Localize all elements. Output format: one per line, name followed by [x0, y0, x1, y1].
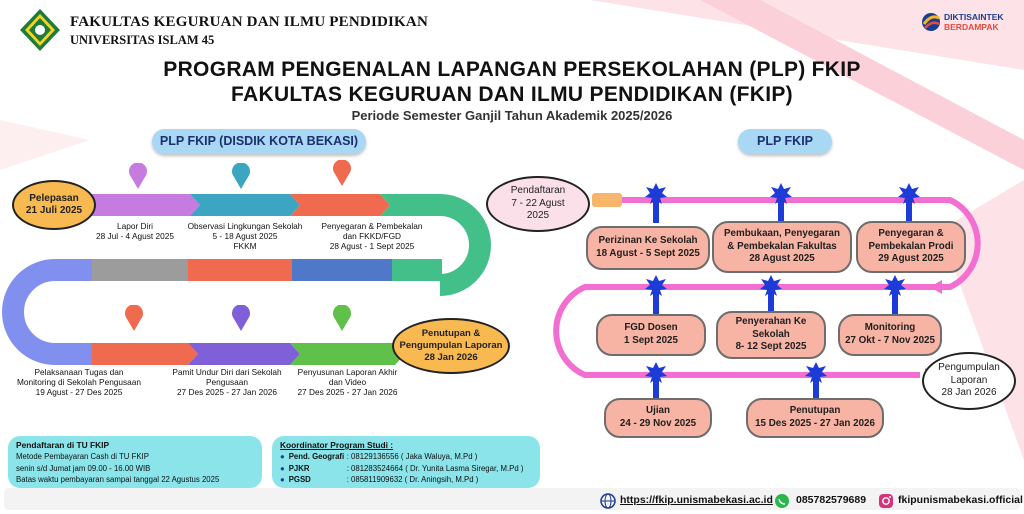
marker-icon [645, 362, 667, 407]
left-road [2, 194, 491, 365]
start-date: 7 - 22 Agust [511, 197, 565, 209]
marker-icon [884, 275, 906, 320]
brand-logo: DIKTISAINTEK BERDAMPAK [920, 10, 1020, 38]
phone-number: 085782579689 [796, 494, 867, 506]
pin-icon [231, 304, 251, 336]
info-line: Batas waktu pembayaran sampai tanggal 22… [16, 474, 220, 484]
end-label1: Penutupan & [421, 328, 481, 340]
left-end-oval: Penutupan & Pengumpulan Laporan 28 Jan 2… [392, 318, 510, 374]
globe-icon [600, 493, 616, 514]
start-label: Pelepasan [29, 192, 79, 204]
instagram-icon [878, 493, 894, 514]
university-name: UNIVERSITAS ISLAM 45 [70, 33, 215, 47]
period-subtitle: Periode Semester Ganjil Tahun Akademik 2… [351, 108, 673, 123]
pin-icon [128, 162, 148, 194]
step-box: Pembukaan, Penyegaran& Pembekalan Fakult… [712, 221, 852, 273]
brand-line1: DIKTISAINTEK [944, 12, 1004, 22]
start-label: Pendaftaran [510, 185, 566, 197]
pin-icon [231, 162, 251, 194]
right-heading: PLP FKIP [738, 129, 832, 154]
pin-icon [332, 304, 352, 336]
end-label1: Pengumpulan [938, 362, 1000, 374]
right-start-oval: Pendaftaran 7 - 22 Agust 2025 [486, 176, 590, 232]
instagram-handle: fkipunismabekasi.official [898, 494, 1023, 506]
right-end-oval: Pengumpulan Laporan 28 Jan 2026 [922, 352, 1016, 410]
marker-icon [770, 183, 792, 228]
faculty-name: FAKULTAS KEGURUAN DAN ILMU PENDIDIKAN [70, 14, 428, 30]
registration-info-panel: Pendaftaran di TU FKIP Metode Pembayaran… [8, 436, 262, 488]
marker-icon [645, 183, 667, 228]
pin-icon [124, 304, 144, 336]
end-date: 28 Jan 2026 [941, 387, 997, 399]
marker-icon [645, 275, 667, 320]
coordinator-row: ● PJKR : 081283524664 ( Dr. Yunita Lasma… [280, 463, 524, 473]
pin-icon [332, 159, 352, 191]
website-link[interactable]: https://fkip.unismabekasi.ac.id [620, 494, 773, 506]
marker-icon [760, 275, 782, 320]
info-title: Pendaftaran di TU FKIP [16, 440, 110, 450]
marker-icon [805, 362, 827, 407]
end-date: 28 Jan 2026 [424, 351, 478, 363]
brand-line2: BERDAMPAK [944, 22, 999, 32]
end-label2: Pengumpulan Laporan [399, 340, 503, 352]
coordinator-panel: Koordinator Program Studi : ● Pend. Geog… [272, 436, 540, 488]
coordinator-row: ● Pend. Geografi : 08129136556 ( Jaka Wa… [280, 452, 478, 462]
start-date: 21 Juli 2025 [25, 205, 83, 216]
whatsapp-icon [774, 493, 790, 514]
info-line: senin s/d Jumat jam 09.00 - 16.00 WIB [16, 463, 151, 473]
start-year: 2025 [526, 210, 550, 222]
main-title-line1: PROGRAM PENGENALAN LAPANGAN PERSEKOLAHAN… [163, 58, 861, 81]
left-start-oval: Pelepasan 21 Juli 2025 [12, 180, 96, 230]
coordinator-title: Koordinator Program Studi : [280, 440, 394, 450]
info-line: Metode Pembayaran Cash di TU FKIP [16, 452, 149, 462]
marker-icon [898, 183, 920, 228]
university-logo [18, 8, 62, 52]
coordinator-row: ● PGSD : 085811909632 ( Dr. Aningsih, M.… [280, 474, 479, 484]
end-label2: Laporan [950, 374, 988, 386]
left-heading: PLP FKIP (DISDIK KOTA BEKASI) [152, 129, 366, 154]
main-title-line2: FAKULTAS KEGURUAN DAN ILMU PENDIDIKAN (F… [231, 83, 793, 106]
